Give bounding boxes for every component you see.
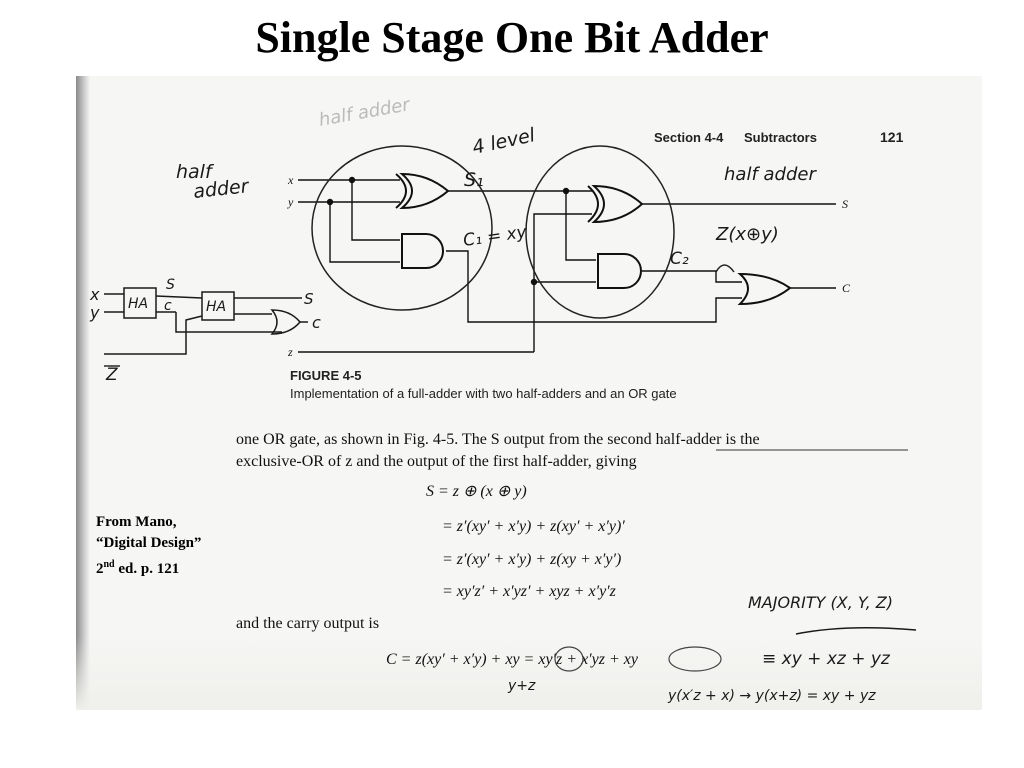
source-citation: From Mano, “Digital Design” 2nd ed. p. 1… [96,512,201,580]
output-s-label: S [842,197,848,211]
note-c2: C₂ [670,249,689,269]
ha-out-c-label: c [312,313,321,332]
scanned-textbook-page: Section 4-4 Subtractors 121 [76,76,982,710]
half-adder-circles [311,145,735,319]
page-shadow [76,636,982,710]
ha-block-1-label: HA [128,296,148,312]
and-gate-2 [597,253,642,289]
ha-z-label: Z [105,365,118,385]
note-half-adder-right: half adder [724,164,817,185]
page-number: 121 [880,129,904,145]
equation-s-1: S = z ⊕ (x ⊕ y) [426,483,527,500]
edition-number: 2 [96,561,104,577]
output-c-label: C [842,281,851,295]
note-s1: S₁ [464,169,484,191]
note-z-xor: Z(x⊕y) [715,224,779,245]
ha-s-label: S [166,277,175,293]
ha-block-diagram: HA HA S c x y Z S c [89,277,321,385]
section-heading: Section 4-4 [654,130,724,145]
ha-block-2-label: HA [206,299,226,315]
logic-gates [395,172,792,306]
note-half-left-2: adder [192,175,250,203]
note-majority: MAJORITY (X, Y, Z) [748,593,893,612]
body-para2: and the carry output is [236,615,379,632]
ha-c-label: c [164,298,172,314]
edition-suffix: nd [103,559,115,570]
note-majority-sum: ≡ xy + xz + yz [762,649,891,669]
xor-gate-1 [399,172,450,210]
note-half-adder-top: half adder [317,94,413,131]
note-half-left-1: half [176,161,215,183]
note-y-plus-z: y+z [507,678,536,694]
edition-rest: ed. p. 121 [114,561,180,577]
slide-title: Single Stage One Bit Adder [255,13,769,62]
input-z-label: z [287,345,293,359]
figure-drawing: Section 4-4 Subtractors 121 [89,94,917,704]
source-line-1: From Mano, [96,514,177,530]
source-line-2: “Digital Design” [96,535,202,551]
source-line-3: 2nd ed. p. 121 [96,554,201,580]
equation-s-2: = z′(xy′ + x′y) + z(xy′ + x′y)′ [442,518,625,535]
figure-label: FIGURE 4-5 [290,368,362,383]
and-gate-1 [401,233,444,269]
ha-y-label: y [89,303,100,322]
body-para1-line1: one OR gate, as shown in Fig. 4-5. The S… [236,431,760,448]
xor-gate-2 [591,184,644,224]
input-y-label: y [287,195,294,209]
or-gate [737,272,792,306]
ha-out-s-label: S [304,290,314,308]
equation-s-4: = xy′z′ + x′yz′ + xyz + x′y′z [442,583,617,600]
note-four-level: 4 level [470,124,537,159]
note-c1: C₁ = xy [462,222,529,251]
page-binding-shadow [76,76,90,710]
section-topic: Subtractors [744,130,817,145]
figure-caption: Implementation of a full-adder with two … [290,386,677,401]
equation-s-3: = z′(xy′ + x′y) + z(xy + x′y′) [442,551,621,568]
circuit-wires [298,176,836,353]
body-para1-line2: exclusive-OR of z and the output of the … [236,453,637,470]
equation-c: C = z(xy′ + x′y) + xy = xy′z + x′yz + xy [386,651,639,668]
note-bottom-equation: y(x′z + x) → y(x+z) = xy + yz [667,688,876,704]
ha-x-label: x [89,285,100,304]
input-x-label: x [287,173,294,187]
